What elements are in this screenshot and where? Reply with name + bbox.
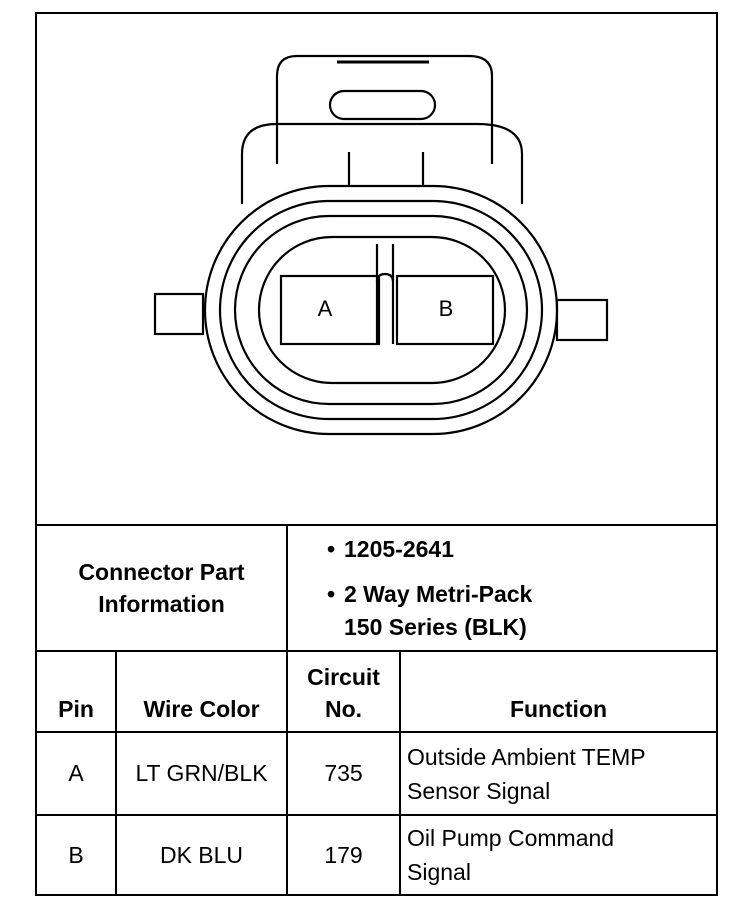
connector-info-values: • 1205-2641 • 2 Way Metri-Pack 150 Series … (288, 526, 716, 650)
row-b-circuit: 179 (324, 841, 363, 868)
row-a-function-line1: Outside Ambient TEMP (407, 743, 646, 770)
right-tab (555, 298, 609, 342)
divider-drawing-info (37, 524, 716, 526)
divider-info-table (37, 650, 716, 652)
cavity-a (279, 274, 381, 346)
row-b-function: Oil Pump Command Signal (401, 816, 716, 894)
terminal-cavity-ring (257, 235, 507, 385)
divider-col-function (399, 650, 401, 894)
connector-back-body (240, 122, 524, 204)
row-a-function: Outside Ambient TEMP Sensor Signal (401, 733, 716, 814)
row-a-wire-color: LT GRN/BLK (135, 760, 268, 786)
info-label-line1: Connector Part (78, 559, 245, 585)
connector-outline-svg (153, 54, 609, 436)
connector-drawing: A B (37, 14, 716, 524)
header-pin: Pin (37, 652, 115, 731)
housing-outer-ring (203, 184, 559, 436)
pin-a-label: A (317, 296, 333, 321)
part-number: 1205-2641 (344, 536, 454, 562)
info-label-line2: Information (98, 591, 225, 617)
header-circuit-no: Circuit No. (288, 652, 399, 731)
description-line1: 2 Way Metri-Pack (344, 581, 533, 607)
bullet-icon: • (326, 536, 336, 562)
pin-b-label: B (438, 296, 454, 321)
row-b-function-line1: Oil Pump Command (407, 825, 615, 851)
description-item: • 2 Way Metri-Pack (318, 581, 532, 608)
left-tab (153, 292, 205, 336)
header-function-text: Function (509, 696, 608, 722)
divider-row-a-b (37, 814, 716, 816)
divider-col-circuit (286, 524, 288, 894)
part-number-item: • 1205-2641 (318, 536, 454, 563)
connector-info-label: Connector Part Information (37, 526, 286, 650)
description-line2-item: 150 Series (BLK) (344, 614, 527, 641)
divider-header-rows (37, 731, 716, 733)
cavity-b (395, 274, 495, 346)
header-circuit-line1: Circuit (307, 664, 380, 690)
divider-col-pin (115, 650, 117, 894)
header-wire-color: Wire Color (117, 652, 286, 731)
row-b-wire-color: DK BLU (159, 841, 244, 868)
row-a-circuit: 735 (324, 760, 363, 786)
row-b-function-line2: Signal (407, 859, 471, 885)
connector-sheet: A B Connector Part Information • 1205-264… (35, 12, 718, 896)
header-wire-color-text: Wire Color (143, 696, 260, 722)
description-line2: 150 Series (BLK) (344, 614, 527, 640)
housing-inner-ring (233, 214, 529, 406)
row-b-pin: B (68, 841, 84, 868)
latch-slot (328, 89, 437, 121)
header-function: Function (401, 652, 716, 731)
bullet-icon: • (326, 581, 336, 607)
row-a-function-line2: Sensor Signal (407, 777, 551, 804)
header-pin-text: Pin (58, 696, 94, 722)
header-circuit-line2: No. (324, 696, 363, 722)
row-a-pin: A (68, 760, 84, 786)
latch-tab (275, 54, 494, 164)
housing-middle-ring (218, 199, 544, 421)
